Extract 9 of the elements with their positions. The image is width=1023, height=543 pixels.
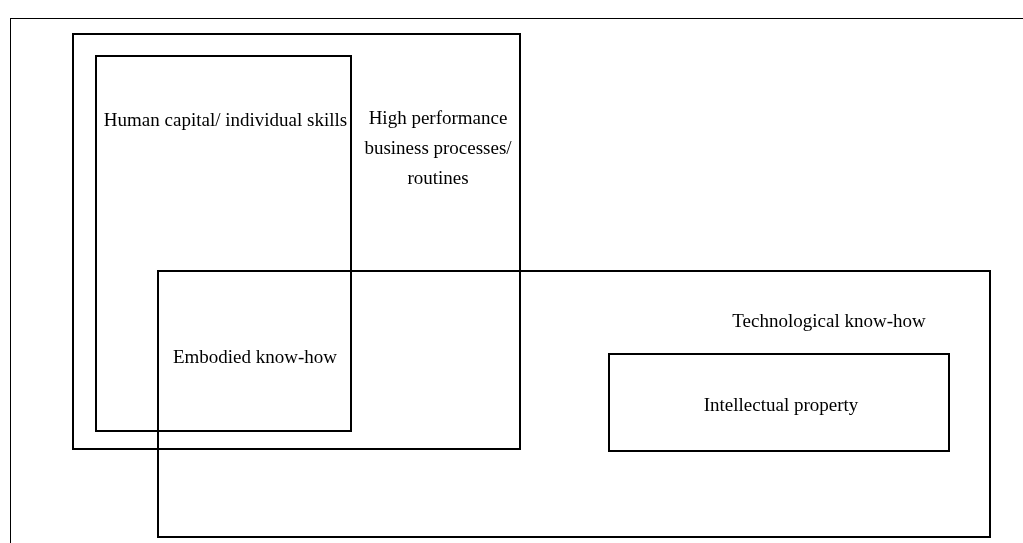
overlap-label: Embodied know-how [171, 345, 339, 369]
box-label: Human capital/ individual skills [102, 108, 349, 132]
box-label: High performance business processes/ routines [363, 106, 513, 190]
box-label: Technological know-how [731, 309, 927, 333]
technology-box [157, 270, 991, 538]
process-box [72, 33, 521, 450]
capital-box [95, 55, 352, 432]
property-box [608, 353, 950, 452]
box-label: Intellectual property [702, 392, 860, 417]
